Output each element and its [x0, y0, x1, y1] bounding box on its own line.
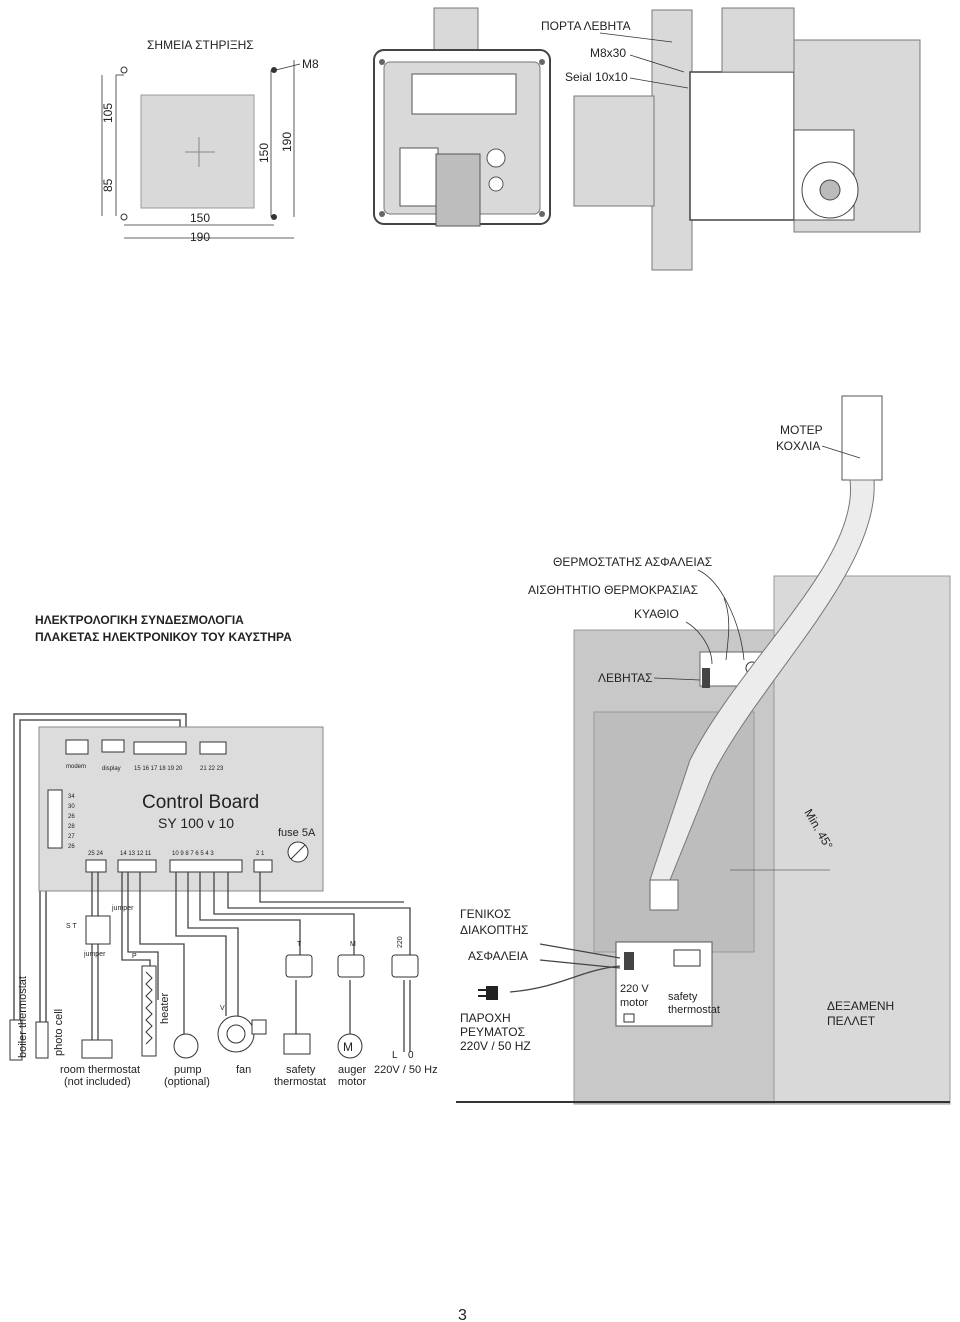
boiler-assembly: ΜΟΤΕΡ ΚΟΧΛΙΑ ΘΕΡΜΟΣΤΑΤΗΣ ΑΣΦΑΛΕΙΑΣ ΑΙΣΘΗ…: [456, 395, 951, 1105]
safety-thermostat-label: ΘΕΡΜΟΣΤΑΤΗΣ ΑΣΦΑΛΕΙΑΣ: [553, 555, 712, 569]
safety-thermostat-label-1: safety: [286, 1064, 316, 1076]
safety-thermostat-right-1: safety: [668, 991, 698, 1003]
bolt-label: M8x30: [590, 46, 626, 60]
auger-motor-label-1: auger: [338, 1064, 366, 1076]
power-label-2: ΡΕΥΜΑΤΟΣ: [460, 1025, 525, 1039]
right-bottom-labels: ΓΕΝΙΚΟΣ ΔΙΑΚΟΠΤΗΣ ΑΣΦΑΛΕΙΑ ΠΑΡΟΧΗ ΡΕΥΜΑΤ…: [460, 907, 894, 1053]
photo-cell: [35, 1021, 49, 1059]
pump-label-2: (optional): [164, 1076, 210, 1088]
st-label: S T: [66, 923, 77, 930]
v-label: V: [220, 1005, 225, 1012]
door-label: ΠΟΡΤΑ ΛΕΒΗΤΑ: [541, 19, 631, 33]
wiring-title-line2: ΠΛΑΚΕΤΑΣ ΗΛΕΚΤΡΟΝΙΚΟΥ ΤΟΥ ΚΑΥΣΤΗΡΑ: [35, 630, 292, 644]
wiring-title: ΗΛΕΚΤΡΟΛΟΓΙΚΗ ΣΥΝΔΕΣΜΟΛΟΓΙΑ ΠΛΑΚΕΤΑΣ ΗΛΕ…: [35, 613, 292, 644]
board-model: SY 100 v 10: [158, 815, 234, 831]
seal-label: Seial 10x10: [565, 70, 628, 84]
left-terminal-3: 28: [68, 824, 75, 830]
pump: [173, 1033, 199, 1059]
p-label: P: [132, 953, 137, 960]
components: jumper jumper S T boiler thermostat phot…: [9, 905, 438, 1088]
safety-thermostat-label-2: thermostat: [274, 1076, 326, 1088]
left-terminal-0: 34: [68, 794, 75, 800]
well-label: ΚΥΑΘΙΟ: [634, 607, 679, 621]
page-number: 3: [458, 1307, 467, 1322]
dim-85: 85: [101, 178, 115, 192]
power-plug: [486, 986, 498, 1000]
dim-190-horizontal: 190: [190, 230, 210, 244]
tank-label-2: ΠΕΛΛΕΤ: [827, 1014, 876, 1028]
wiring-title-line1: ΗΛΕΚΤΡΟΛΟΓΙΚΗ ΣΥΝΔΕΣΜΟΛΟΓΙΑ: [35, 613, 244, 627]
dim-150-vertical: 150: [257, 143, 271, 163]
auger-motor: [337, 1033, 363, 1059]
mount-bolt-label: M8: [302, 57, 319, 71]
top-terminals-2-label: 21 22 23: [200, 766, 224, 772]
display-label: display: [102, 766, 121, 772]
left-terminal-2: 26: [68, 814, 75, 820]
power-label-3: 220V / 50 HZ: [460, 1039, 531, 1053]
supply-label: 220V / 50 Hz: [374, 1064, 438, 1076]
board-title: Control Board: [142, 792, 259, 813]
room-thermostat-label-2: (not included): [64, 1076, 131, 1088]
safety-thermostat-right-2: thermostat: [668, 1004, 720, 1016]
auger-motor-label-2: motor: [338, 1076, 366, 1088]
safety-thermostat: [283, 1033, 311, 1055]
heater-label: heater: [159, 992, 171, 1024]
dim-190-vertical: 190: [280, 132, 294, 152]
pump-label-1: pump: [174, 1064, 202, 1076]
bottom-terminals-2: 14 13 12 11: [120, 851, 152, 857]
fan-label: fan: [236, 1064, 251, 1076]
burner-side-view: ΠΟΡΤΑ ΛΕΒΗΤΑ M8x30 Seial 10x10: [541, 7, 921, 271]
wiring-lines: [91, 872, 621, 1052]
auger-motor-plug: [337, 954, 365, 978]
temp-sensor-label: ΑΙΣΘΗΤΗΤΙΟ ΘΕΡΜΟΚΡΑΣΙΑΣ: [528, 583, 698, 597]
bottom-terminals-3: 10 9 8 7 6 5 4 3: [172, 851, 214, 857]
dim-105: 105: [101, 103, 115, 123]
boiler-label: ΛΕΒΗΤΑΣ: [598, 671, 653, 685]
l-label: L: [392, 1050, 398, 1061]
fuse-label-right: ΑΣΦΑΛΕΙΑ: [468, 949, 528, 963]
safety-thermostat-plug: [285, 954, 313, 978]
o-label: 0: [408, 1050, 414, 1061]
left-terminal-4: 27: [68, 834, 75, 840]
jumper-bottom-label: jumper: [83, 951, 106, 958]
motor-220-label-2: motor: [620, 997, 648, 1009]
motor-label-1: ΜΟΤΕΡ: [780, 423, 823, 437]
plug-m-label: M: [350, 941, 356, 948]
tank-label-1: ΔΕΞΑΜΕΝΗ: [827, 999, 894, 1013]
motor-220-label-1: 220 V: [620, 983, 649, 995]
left-terminal-1: 30: [68, 804, 75, 810]
modem-label: modem: [66, 764, 86, 770]
main-switch-label-2: ΔΙΑΚΟΠΤΗΣ: [460, 923, 528, 937]
bottom-terminals-4: 2 1: [256, 851, 265, 857]
room-thermostat-label-1: room thermostat: [60, 1064, 140, 1076]
left-terminal-5: 26: [68, 844, 75, 850]
top-terminals-label: 15 16 17 18 19 20: [134, 766, 183, 772]
mounting-points-drawing: ΣΗΜΕΙΑ ΣΤΗΡΙΞΗΣ M8 105 85 150 190 150 19…: [101, 38, 319, 244]
plug-220-label: 220: [397, 936, 404, 948]
power-label-1: ΠΑΡΟΧΗ: [460, 1011, 511, 1025]
control-board: modem display 15 16 17 18 19 20 21 22 23…: [13, 713, 324, 1060]
boiler-thermostat: [9, 1019, 23, 1061]
main-switch-label-1: ΓΕΝΙΚΟΣ: [460, 907, 511, 921]
boiler-thermostat-label: boiler thermostat: [17, 976, 29, 1058]
plug-t-label: T: [297, 941, 302, 948]
fuse-label: fuse 5A: [278, 827, 316, 839]
svg-text:M: M: [343, 1040, 353, 1054]
jumper-top-label: jumper: [111, 905, 134, 912]
room-thermostat: [81, 1039, 113, 1059]
bottom-terminals-1: 25 24: [88, 851, 104, 857]
photo-cell-label: photo cell: [53, 1009, 65, 1056]
dim-150-horizontal: 150: [190, 211, 210, 225]
motor-label-2: ΚΟΧΛΙΑ: [776, 439, 820, 453]
supply-plug: [391, 954, 419, 978]
mount-title: ΣΗΜΕΙΑ ΣΤΗΡΙΞΗΣ: [147, 38, 254, 52]
burner-front-view: [373, 7, 551, 227]
